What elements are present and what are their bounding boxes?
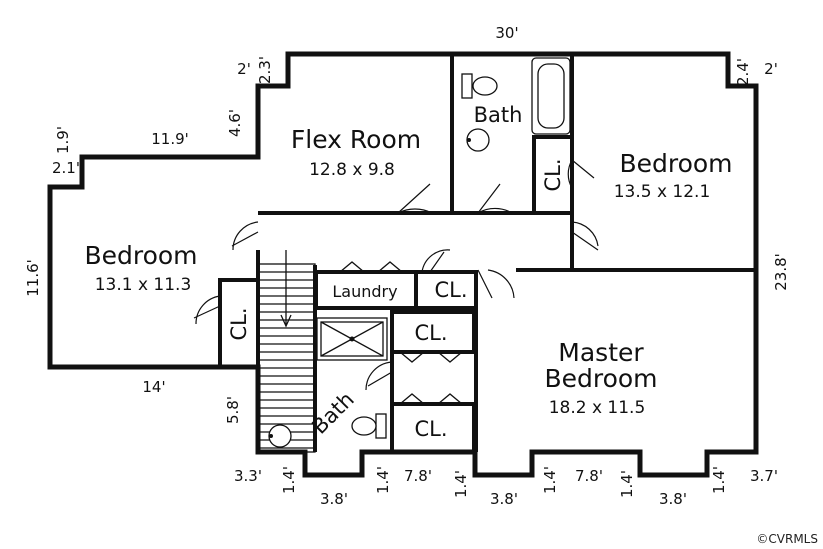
dim-bay-width-2: 3.8'	[490, 490, 518, 508]
flex-room-name: Flex Room	[291, 125, 421, 154]
dim-bottom-right: 3.7'	[750, 467, 778, 485]
closet-label-hall: CL.	[434, 278, 467, 302]
dim-gap-width-2: 7.8'	[575, 467, 603, 485]
dim-bottom-left: 3.3'	[234, 467, 262, 485]
sink-fixture	[466, 128, 490, 152]
upper-bath-label: Bath	[474, 103, 523, 127]
laundry-label: Laundry	[332, 282, 397, 301]
dim-bay-depth-2: 1.4'	[374, 466, 392, 494]
staircase	[257, 250, 316, 453]
master-bedroom-size: 18.2 x 11.5	[549, 398, 646, 418]
dim-left-bottom: 14'	[142, 378, 165, 396]
master-bedroom-name-1: Master	[558, 338, 644, 367]
lower-toilet-fixture	[351, 413, 387, 439]
dim-stair-height: 5.8'	[224, 396, 242, 424]
right-closet-wall	[532, 135, 572, 213]
dim-bay-depth-4: 1.4'	[541, 466, 559, 494]
bathtub-fixture	[531, 57, 571, 135]
lower-sink-fixture	[268, 424, 292, 448]
dim-top-width: 30'	[495, 24, 518, 42]
dim-right-step-w: 2'	[764, 60, 778, 78]
dim-bay-width-1: 3.8'	[320, 490, 348, 508]
dim-left-top: 11.9'	[151, 130, 189, 148]
dim-flex-step-w: 2'	[237, 60, 251, 78]
dim-flex-step-h: 4.6'	[226, 109, 244, 137]
master-bedroom-name-2: Bedroom	[544, 364, 657, 393]
left-bedroom-name: Bedroom	[84, 241, 197, 270]
dim-left-step-w: 2.1'	[52, 159, 80, 177]
closet-label-right: CL.	[541, 158, 565, 191]
dim-flex-step-h2: 2.3'	[256, 56, 274, 84]
shower-fixture	[316, 317, 388, 361]
closet-label-left: CL.	[227, 307, 251, 340]
closet-label-master-2: CL.	[414, 417, 447, 441]
dim-left-step-h: 1.9'	[54, 126, 72, 154]
exterior-wall	[47, 51, 759, 478]
closet-shelving	[339, 261, 463, 405]
left-bedroom-size: 13.1 x 11.3	[95, 275, 192, 295]
dim-gap-width-1: 7.8'	[404, 467, 432, 485]
closet-label-master-1: CL.	[414, 321, 447, 345]
dim-bay-depth-6: 1.4'	[710, 466, 728, 494]
copyright-text: ©CVRMLS	[756, 532, 818, 546]
dim-bay-depth-3: 1.4'	[452, 470, 470, 498]
left-closet-wall	[218, 278, 258, 367]
dim-right-step-h: 2.4'	[734, 58, 752, 86]
dim-bay-depth-1: 1.4'	[280, 466, 298, 494]
dim-right-height: 23.8'	[772, 253, 790, 291]
right-bedroom-name: Bedroom	[619, 149, 732, 178]
door-swings	[193, 159, 599, 391]
flex-room-size: 12.8 x 9.8	[309, 160, 395, 180]
dim-left-height: 11.6'	[24, 259, 42, 297]
dim-bay-width-3: 3.8'	[659, 490, 687, 508]
toilet-fixture	[461, 73, 498, 99]
right-bedroom-size: 13.5 x 12.1	[614, 182, 711, 202]
dim-bay-depth-5: 1.4'	[618, 470, 636, 498]
